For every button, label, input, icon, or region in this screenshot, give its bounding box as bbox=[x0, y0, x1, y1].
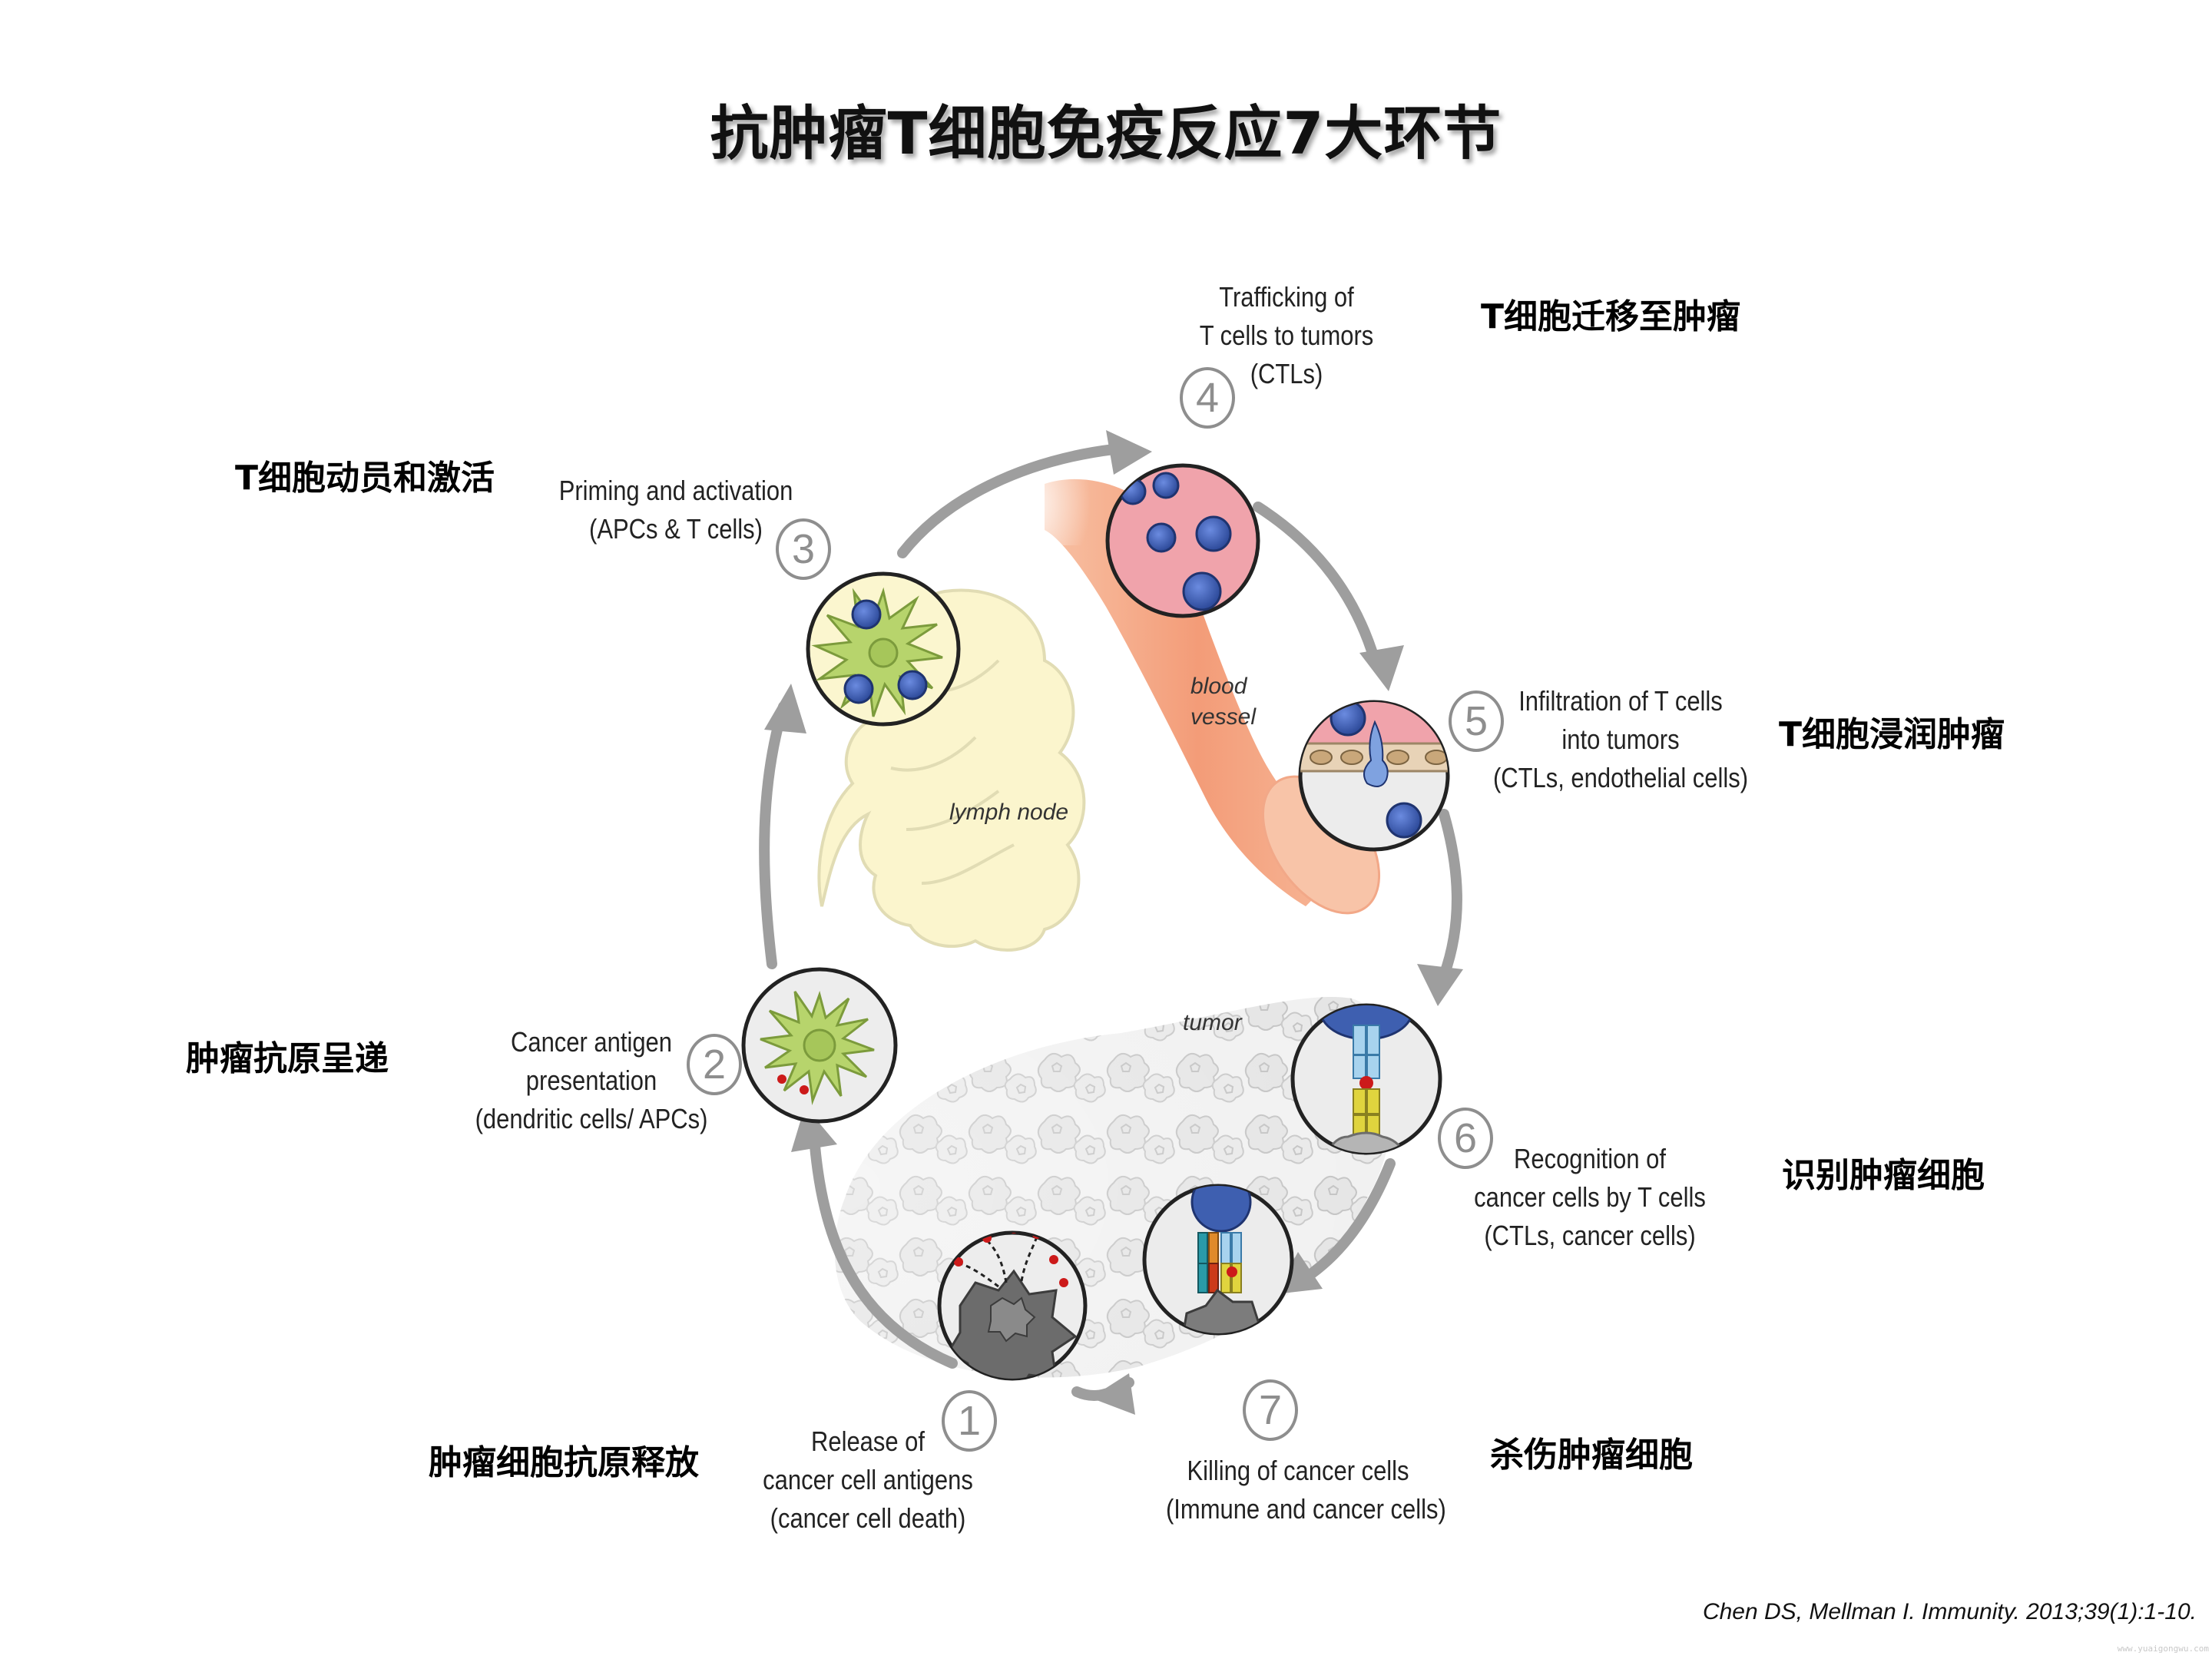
step3-number: 3 bbox=[776, 518, 831, 580]
step7-number: 7 bbox=[1243, 1379, 1298, 1441]
step1-circle bbox=[937, 1230, 1088, 1381]
step4-circle bbox=[1105, 463, 1260, 618]
step2-circle bbox=[741, 967, 898, 1124]
step6-chinese-label: 识别肿瘤细胞 bbox=[1782, 1156, 1985, 1195]
citation: Chen DS, Mellman I. Immunity. 2013;39(1)… bbox=[1702, 1599, 2197, 1624]
step4-line2: T cells to tumors bbox=[1199, 320, 1374, 351]
step5-description: Infiltration of T cells into tumors (CTL… bbox=[1488, 682, 1753, 797]
step3-line2: (APCs & T cells) bbox=[589, 513, 763, 545]
blood-vessel-label: blood vessel bbox=[1190, 671, 1257, 733]
step4-line1: Trafficking of bbox=[1219, 281, 1354, 313]
step2-line2: presentation bbox=[525, 1065, 657, 1096]
step6-number: 6 bbox=[1438, 1108, 1493, 1169]
step6-line2: cancer cells by T cells bbox=[1474, 1181, 1706, 1213]
step4-chinese-label: T细胞迁移至肿瘤 bbox=[1481, 297, 1741, 336]
step3-chinese-label: T细胞动员和激活 bbox=[235, 459, 495, 498]
step1-line2: cancer cell antigens bbox=[763, 1464, 973, 1495]
step5-chinese-label: T细胞浸润肿瘤 bbox=[1779, 715, 2005, 754]
step3-line1: Priming and activation bbox=[558, 475, 793, 506]
blood-vessel-label-line1: blood bbox=[1190, 674, 1247, 699]
page-title: 抗肿瘤T细胞免疫反应7大环节 bbox=[710, 99, 1502, 167]
blood-vessel-label-line2: vessel bbox=[1190, 704, 1257, 730]
step2-line3: (dendritic cells/ APCs) bbox=[475, 1103, 708, 1134]
step2-chinese-label: 肿瘤抗原呈递 bbox=[186, 1039, 389, 1078]
step1-line3: (cancer cell death) bbox=[770, 1502, 966, 1534]
step1-number: 1 bbox=[942, 1390, 997, 1452]
watermark: www.yuaigongwu.com bbox=[2117, 1644, 2209, 1654]
step1-description: Release of cancer cell antigens (cancer … bbox=[743, 1422, 994, 1538]
step2-line1: Cancer antigen bbox=[510, 1026, 672, 1058]
lymph-node-label: lymph node bbox=[949, 800, 1069, 825]
tumor-label: tumor bbox=[1183, 1010, 1242, 1035]
step7-circle bbox=[1142, 1184, 1294, 1336]
step5-line3: (CTLs, endothelial cells) bbox=[1492, 762, 1749, 793]
step5-number: 5 bbox=[1449, 690, 1504, 752]
step4-number: 4 bbox=[1180, 367, 1235, 429]
step3-description: Priming and activation (APCs & T cells) bbox=[557, 472, 795, 548]
step5-line2: into tumors bbox=[1561, 724, 1680, 755]
step2-description: Cancer antigen presentation (dendritic c… bbox=[472, 1023, 710, 1138]
step2-number: 2 bbox=[687, 1034, 742, 1095]
step3-circle bbox=[806, 571, 961, 727]
step6-line1: Recognition of bbox=[1514, 1143, 1666, 1174]
step5-circle bbox=[1298, 700, 1450, 852]
step4-line3: (CTLs) bbox=[1250, 358, 1323, 389]
step7-description: Killing of cancer cells (Immune and canc… bbox=[1166, 1452, 1446, 1528]
step7-line2: (Immune and cancer cells) bbox=[1166, 1493, 1446, 1525]
step7-line1: Killing of cancer cells bbox=[1187, 1455, 1409, 1486]
step6-line3: (CTLs, cancer cells) bbox=[1484, 1220, 1696, 1251]
step1-chinese-label: 肿瘤细胞抗原释放 bbox=[429, 1443, 699, 1482]
step5-line1: Infiltration of T cells bbox=[1518, 685, 1723, 717]
step4-description: Trafficking of T cells to tumors (CTLs) bbox=[1184, 278, 1389, 393]
step6-description: Recognition of cancer cells by T cells (… bbox=[1465, 1140, 1716, 1255]
step1-line1: Release of bbox=[810, 1426, 926, 1457]
step7-chinese-label: 杀伤肿瘤细胞 bbox=[1490, 1435, 1693, 1475]
